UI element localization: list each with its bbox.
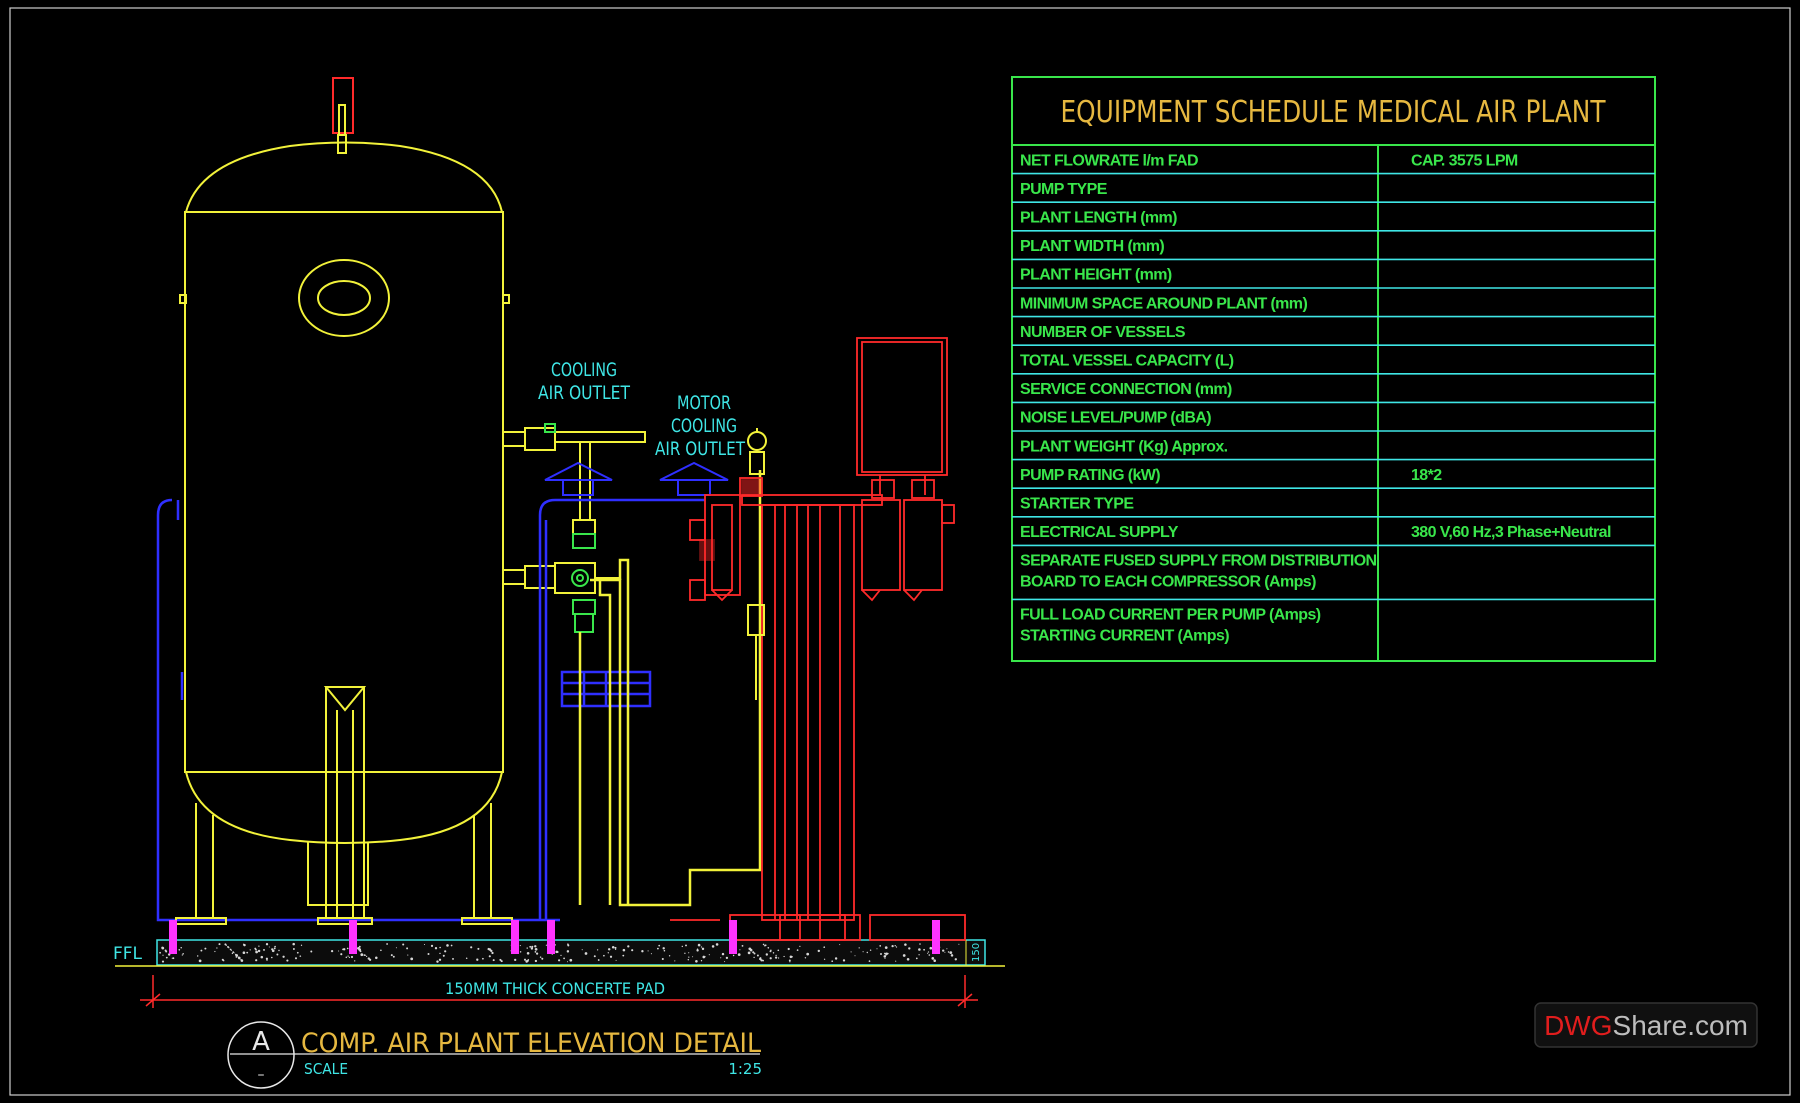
yellow-loop-piping	[578, 470, 762, 907]
detail-sub: –	[258, 1067, 265, 1083]
concrete-pad	[115, 939, 1005, 967]
schedule-row-label: PLANT HEIGHT (mm)	[1020, 267, 1172, 284]
schedule-row: PLANT HEIGHT (mm)	[1020, 267, 1172, 284]
schedule-row-label: PLANT LENGTH (mm)	[1020, 210, 1177, 227]
schedule-row: TOTAL VESSEL CAPACITY (L)	[1020, 353, 1234, 370]
anchor-bolts	[169, 920, 940, 954]
anchor-bolt	[932, 920, 940, 954]
schedule-row: SEPARATE FUSED SUPPLY FROM DISTRIBUTION B…	[1020, 552, 1377, 590]
schedule-row-label: BOARD TO EACH COMPRESSOR (Amps)	[1020, 573, 1316, 590]
schedule-row-label: PLANT WIDTH (mm)	[1020, 238, 1164, 255]
outlet-valve-assembly	[502, 423, 646, 633]
schedule-row: NUMBER OF VESSELS	[1020, 324, 1186, 341]
anchor-bolt	[349, 920, 357, 954]
schedule-row-label: ELECTRICAL SUPPLY	[1020, 524, 1179, 541]
svg-text:DWGShare.com: DWGShare.com	[1544, 1010, 1748, 1041]
compressor-unit	[670, 337, 966, 941]
schedule-row-value: CAP. 3575 LPM	[1411, 152, 1518, 169]
equipment-schedule-table: EQUIPMENT SCHEDULE MEDICAL AIR PLANT NET…	[1011, 76, 1656, 662]
schedule-row: PUMP RATING (kW) 18*2	[1020, 467, 1443, 484]
schedule-row-label: STARTING CURRENT (Amps)	[1020, 627, 1229, 644]
schedule-row: FULL LOAD CURRENT PER PUMP (Amps) STARTIN…	[1020, 606, 1321, 644]
schedule-row: NET FLOWRATE l/m FAD CAP. 3575 LPM	[1020, 152, 1518, 169]
cooling-air-outlet-label-2: AIR OUTLET	[538, 382, 630, 404]
anchor-bolt	[511, 920, 519, 954]
pad-dimension-value: 150	[971, 943, 982, 962]
schedule-row-label: NOISE LEVEL/PUMP (dBA)	[1020, 410, 1211, 427]
motor-cooling-label-3: AIR OUTLET	[655, 438, 745, 460]
schedule-row-value: 18*2	[1411, 467, 1442, 484]
watermark-dwg: DWG	[1544, 1010, 1612, 1041]
schedule-row-label: MINIMUM SPACE AROUND PLANT (mm)	[1020, 295, 1307, 312]
watermark-share: Share.com	[1613, 1010, 1748, 1041]
detail-letter: A	[252, 1027, 270, 1057]
schedule-row-value: 380 V,60 Hz,3 Phase+Neutral	[1411, 524, 1611, 541]
schedule-row-label: TOTAL VESSEL CAPACITY (L)	[1020, 353, 1234, 370]
drawing-border	[9, 7, 1791, 1096]
pad-note: 150MM THICK CONCERTE PAD	[445, 979, 665, 998]
schedule-row-label: FULL LOAD CURRENT PER PUMP (Amps)	[1020, 606, 1321, 623]
schedule-row: MINIMUM SPACE AROUND PLANT (mm)	[1020, 295, 1308, 312]
watermark: DWGShare.com	[1534, 1002, 1758, 1048]
schedule-row-label: SERVICE CONNECTION (mm)	[1020, 381, 1232, 398]
air-plant-elevation	[115, 77, 1005, 1008]
cooling-air-arrows	[544, 461, 729, 496]
schedule-row-label: PLANT WEIGHT (Kg) Approx.	[1020, 438, 1228, 455]
blue-supply-piping	[538, 498, 705, 920]
scale-value: 1:25	[728, 1060, 762, 1078]
motor-cooling-label-2: COOLING	[671, 415, 737, 437]
schedule-row: PLANT LENGTH (mm)	[1020, 210, 1178, 227]
schedule-row: NOISE LEVEL/PUMP (dBA)	[1020, 410, 1212, 427]
schedule-row: PLANT WIDTH (mm)	[1020, 238, 1165, 255]
anchor-bolt	[729, 920, 737, 954]
schedule-row-label: NUMBER OF VESSELS	[1020, 324, 1186, 341]
anchor-bolt	[169, 920, 177, 954]
scale-label: SCALE	[304, 1060, 348, 1078]
motor-cooling-fitting	[747, 428, 767, 700]
schedule-row-label: PUMP RATING (kW)	[1020, 467, 1160, 484]
schedule-row-label: PUMP TYPE	[1020, 181, 1108, 198]
ffl-label: FFL	[113, 944, 143, 964]
schedule-row: PLANT WEIGHT (Kg) Approx.	[1020, 438, 1228, 455]
schedule-row: ELECTRICAL SUPPLY 380 V,60 Hz,3 Phase+Neu…	[1020, 524, 1612, 541]
schedule-row: STARTER TYPE	[1020, 496, 1135, 513]
schedule-row: PUMP TYPE	[1020, 181, 1108, 198]
schedule-row-label: SEPARATE FUSED SUPPLY FROM DISTRIBUTION	[1020, 552, 1377, 569]
detail-title-block: A – COMP. AIR PLANT ELEVATION DETAIL SCA…	[227, 1021, 762, 1089]
blue-drain-piping	[156, 498, 560, 922]
schedule-row-label: NET FLOWRATE l/m FAD	[1020, 152, 1198, 169]
air-receiver-tank	[175, 77, 513, 925]
schedule-row-label: STARTER TYPE	[1020, 496, 1134, 513]
detail-bubble	[227, 1021, 295, 1089]
schedule-title: EQUIPMENT SCHEDULE MEDICAL AIR PLANT	[1061, 95, 1607, 130]
anchor-bolt	[547, 920, 555, 954]
cooling-air-outlet-label-1: COOLING	[551, 359, 617, 381]
detail-title: COMP. AIR PLANT ELEVATION DETAIL	[301, 1028, 761, 1059]
schedule-row: SERVICE CONNECTION (mm)	[1020, 381, 1233, 398]
motor-cooling-label-1: MOTOR	[677, 392, 731, 414]
elevation-annotations: COOLING AIR OUTLET MOTOR COOLING AIR OUT…	[113, 359, 982, 998]
pad-dimension	[140, 975, 978, 1008]
